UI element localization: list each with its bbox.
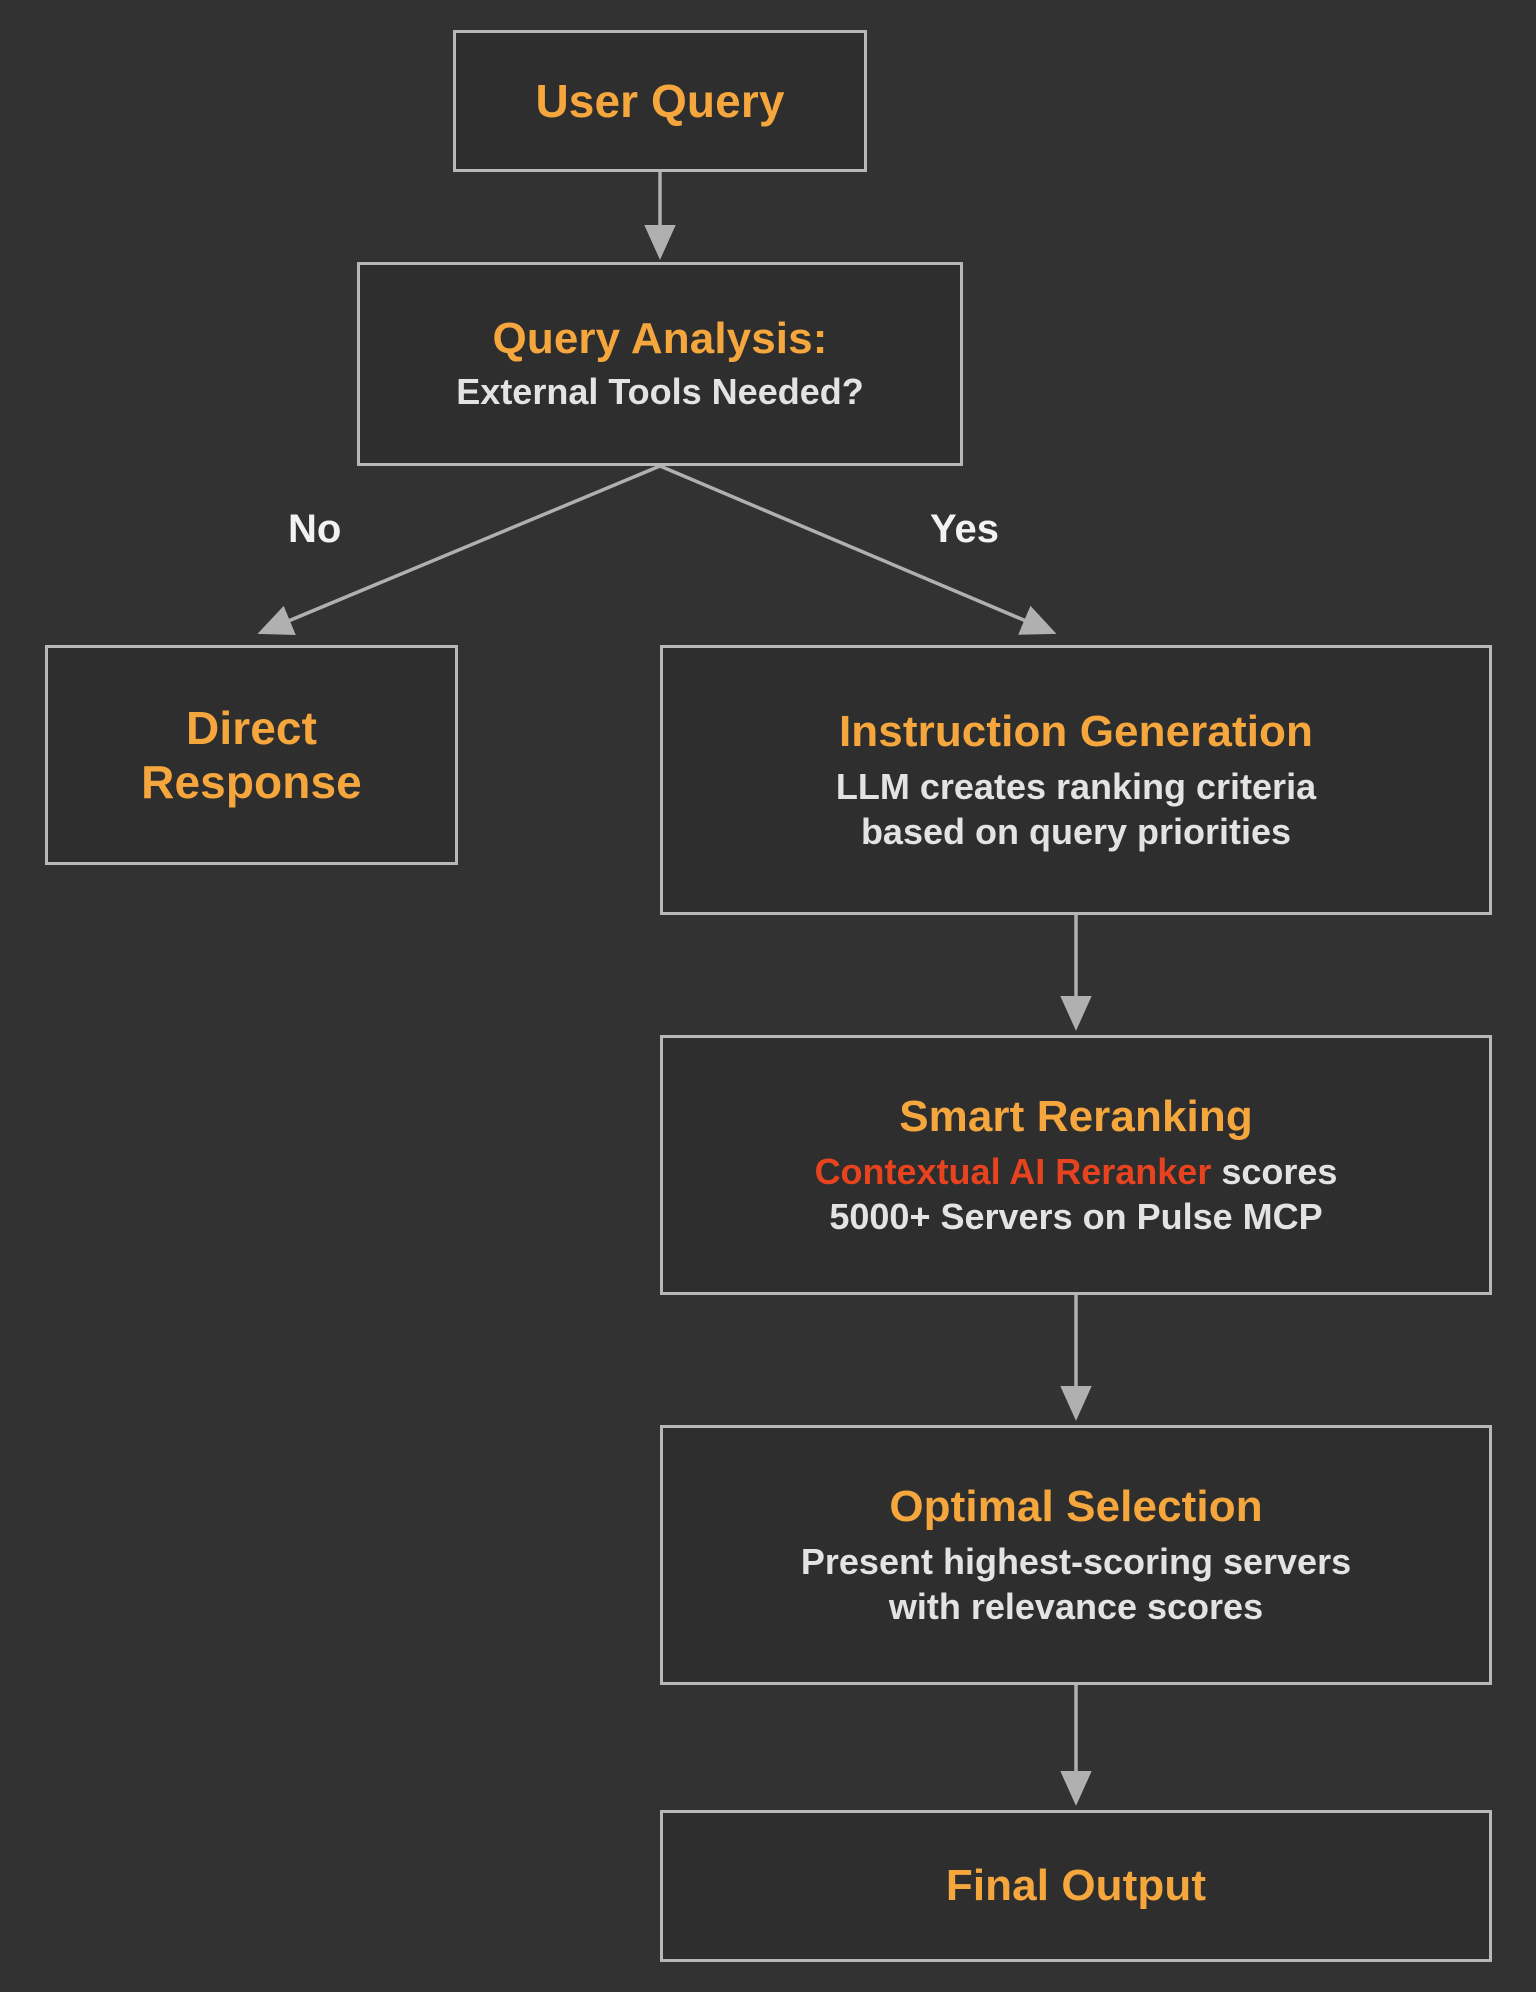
node-final-output[interactable]: Final Output — [660, 1810, 1492, 1962]
node-smart-reranking[interactable]: Smart Reranking Contextual AI Reranker s… — [660, 1035, 1492, 1295]
node-smart-reranking-subtitle-line1: Contextual AI Reranker scores — [815, 1149, 1338, 1194]
reranker-scores-text: scores — [1211, 1150, 1338, 1192]
node-instruction-generation-subtitle-line1: LLM creates ranking criteria — [835, 765, 1317, 807]
node-direct-response-title-line1: Direct — [186, 701, 317, 754]
node-query-analysis[interactable]: Query Analysis: External Tools Needed? — [357, 262, 963, 466]
node-smart-reranking-title: Smart Reranking — [899, 1091, 1253, 1141]
node-user-query-title: User Query — [535, 74, 785, 127]
node-query-analysis-title: Query Analysis: — [492, 314, 828, 364]
node-smart-reranking-subtitle-line2: 5000+ Servers on Pulse MCP — [829, 1195, 1323, 1237]
node-optimal-selection[interactable]: Optimal Selection Present highest-scorin… — [660, 1425, 1492, 1685]
node-optimal-selection-subtitle-line2: with relevance scores — [888, 1585, 1264, 1627]
edge-query-analysis-to-instruction-generation — [659, 464, 1057, 635]
node-final-output-title: Final Output — [945, 1861, 1207, 1911]
node-instruction-generation-title: Instruction Generation — [838, 706, 1314, 756]
node-optimal-selection-subtitle-line1: Present highest-scoring servers — [800, 1540, 1352, 1582]
edge-label-yes: Yes — [930, 507, 999, 551]
node-query-analysis-subtitle: External Tools Needed? — [456, 371, 864, 413]
edge-label-no: No — [288, 507, 342, 551]
node-optimal-selection-title: Optimal Selection — [889, 1481, 1263, 1531]
node-direct-response-title-line2: Response — [141, 756, 362, 808]
edge-query-analysis-to-direct-response — [257, 464, 661, 635]
reranker-product-name: Contextual AI Reranker — [814, 1150, 1212, 1192]
node-instruction-generation-subtitle-line2: based on query priorities — [860, 810, 1292, 852]
node-instruction-generation[interactable]: Instruction Generation LLM creates ranki… — [660, 645, 1492, 915]
node-user-query[interactable]: User Query — [453, 30, 867, 172]
node-direct-response[interactable]: Direct Response — [45, 645, 458, 865]
